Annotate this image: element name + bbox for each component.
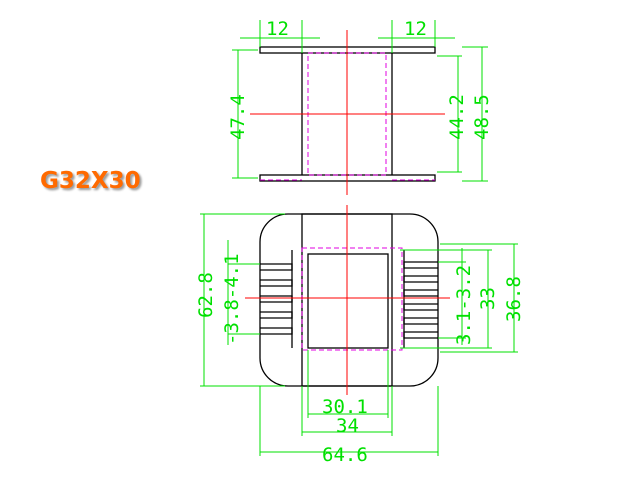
dim-slot-pitch-left: -3.8-4.1 bbox=[221, 253, 243, 345]
right-slots bbox=[403, 250, 438, 348]
dim-flange-left: 12 bbox=[266, 18, 289, 40]
dim-overall-height: 62.8 bbox=[195, 272, 217, 318]
dim-height-outer-right: 48.5 bbox=[471, 94, 493, 140]
dim-slot-pitch-right: 3.1-3.2 bbox=[453, 265, 475, 345]
bottom-view: 62.8 -3.8-4.1 3.1-3.2 33 36.8 30.1 34 bbox=[195, 205, 525, 466]
dim-mid-height: 36.8 bbox=[503, 276, 525, 322]
dim-inner-height: 33 bbox=[477, 287, 499, 310]
dim-flange-right: 12 bbox=[404, 18, 427, 40]
dim-core-width: 34 bbox=[336, 415, 359, 437]
dim-height-outer-left: 47.4 bbox=[227, 94, 249, 140]
dim-height-inner-right: 44.2 bbox=[446, 94, 468, 140]
dim-window-width: 30.1 bbox=[322, 396, 368, 418]
top-view: 12 12 47.4 44.2 48.5 bbox=[227, 18, 493, 195]
left-slots bbox=[260, 250, 293, 348]
model-label: G32X30 bbox=[40, 168, 141, 194]
dim-overall-width: 64.6 bbox=[322, 444, 368, 466]
bottom-window bbox=[307, 253, 389, 349]
bottom-body-outline bbox=[259, 213, 439, 387]
bottom-hidden-core bbox=[301, 247, 403, 351]
